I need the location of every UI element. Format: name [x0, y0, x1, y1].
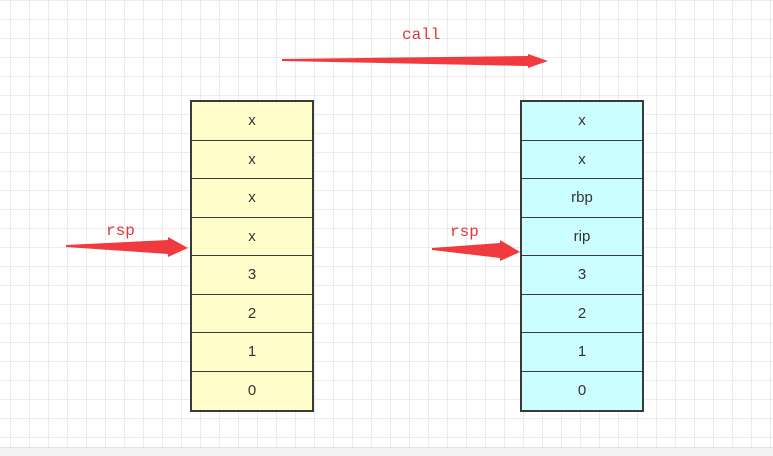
left-stack: x x x x 3 2 1 0	[190, 100, 314, 412]
left-stack-cell: 3	[192, 256, 312, 295]
left-stack-cell: 1	[192, 333, 312, 372]
right-stack-cell: 1	[522, 333, 642, 372]
left-stack-cell: x	[192, 141, 312, 179]
left-stack-cell: 0	[247, 382, 257, 400]
bottom-scrollbar-strip	[0, 447, 773, 456]
right-stack-cell: 3	[522, 256, 642, 295]
call-label: call	[402, 26, 441, 44]
right-stack-cell: rip	[522, 218, 642, 256]
left-rsp-label: rsp	[106, 222, 135, 240]
right-stack: x x rbp rip 3 2 1 0	[520, 100, 644, 412]
call-arrow	[282, 54, 548, 68]
left-stack-cell: x	[192, 218, 312, 256]
right-stack-cell: x	[522, 141, 642, 179]
right-stack-cell: 2	[522, 295, 642, 333]
right-stack-cell: x	[522, 102, 642, 141]
left-rsp-arrow	[66, 237, 188, 257]
left-stack-cell: x	[192, 102, 312, 141]
right-stack-cell: rbp	[522, 179, 642, 218]
left-stack-cell: 2	[192, 295, 312, 333]
right-stack-cell: 0	[577, 382, 587, 400]
left-stack-cell: x	[192, 179, 312, 218]
right-rsp-arrow	[432, 240, 520, 261]
right-rsp-label: rsp	[450, 223, 479, 241]
